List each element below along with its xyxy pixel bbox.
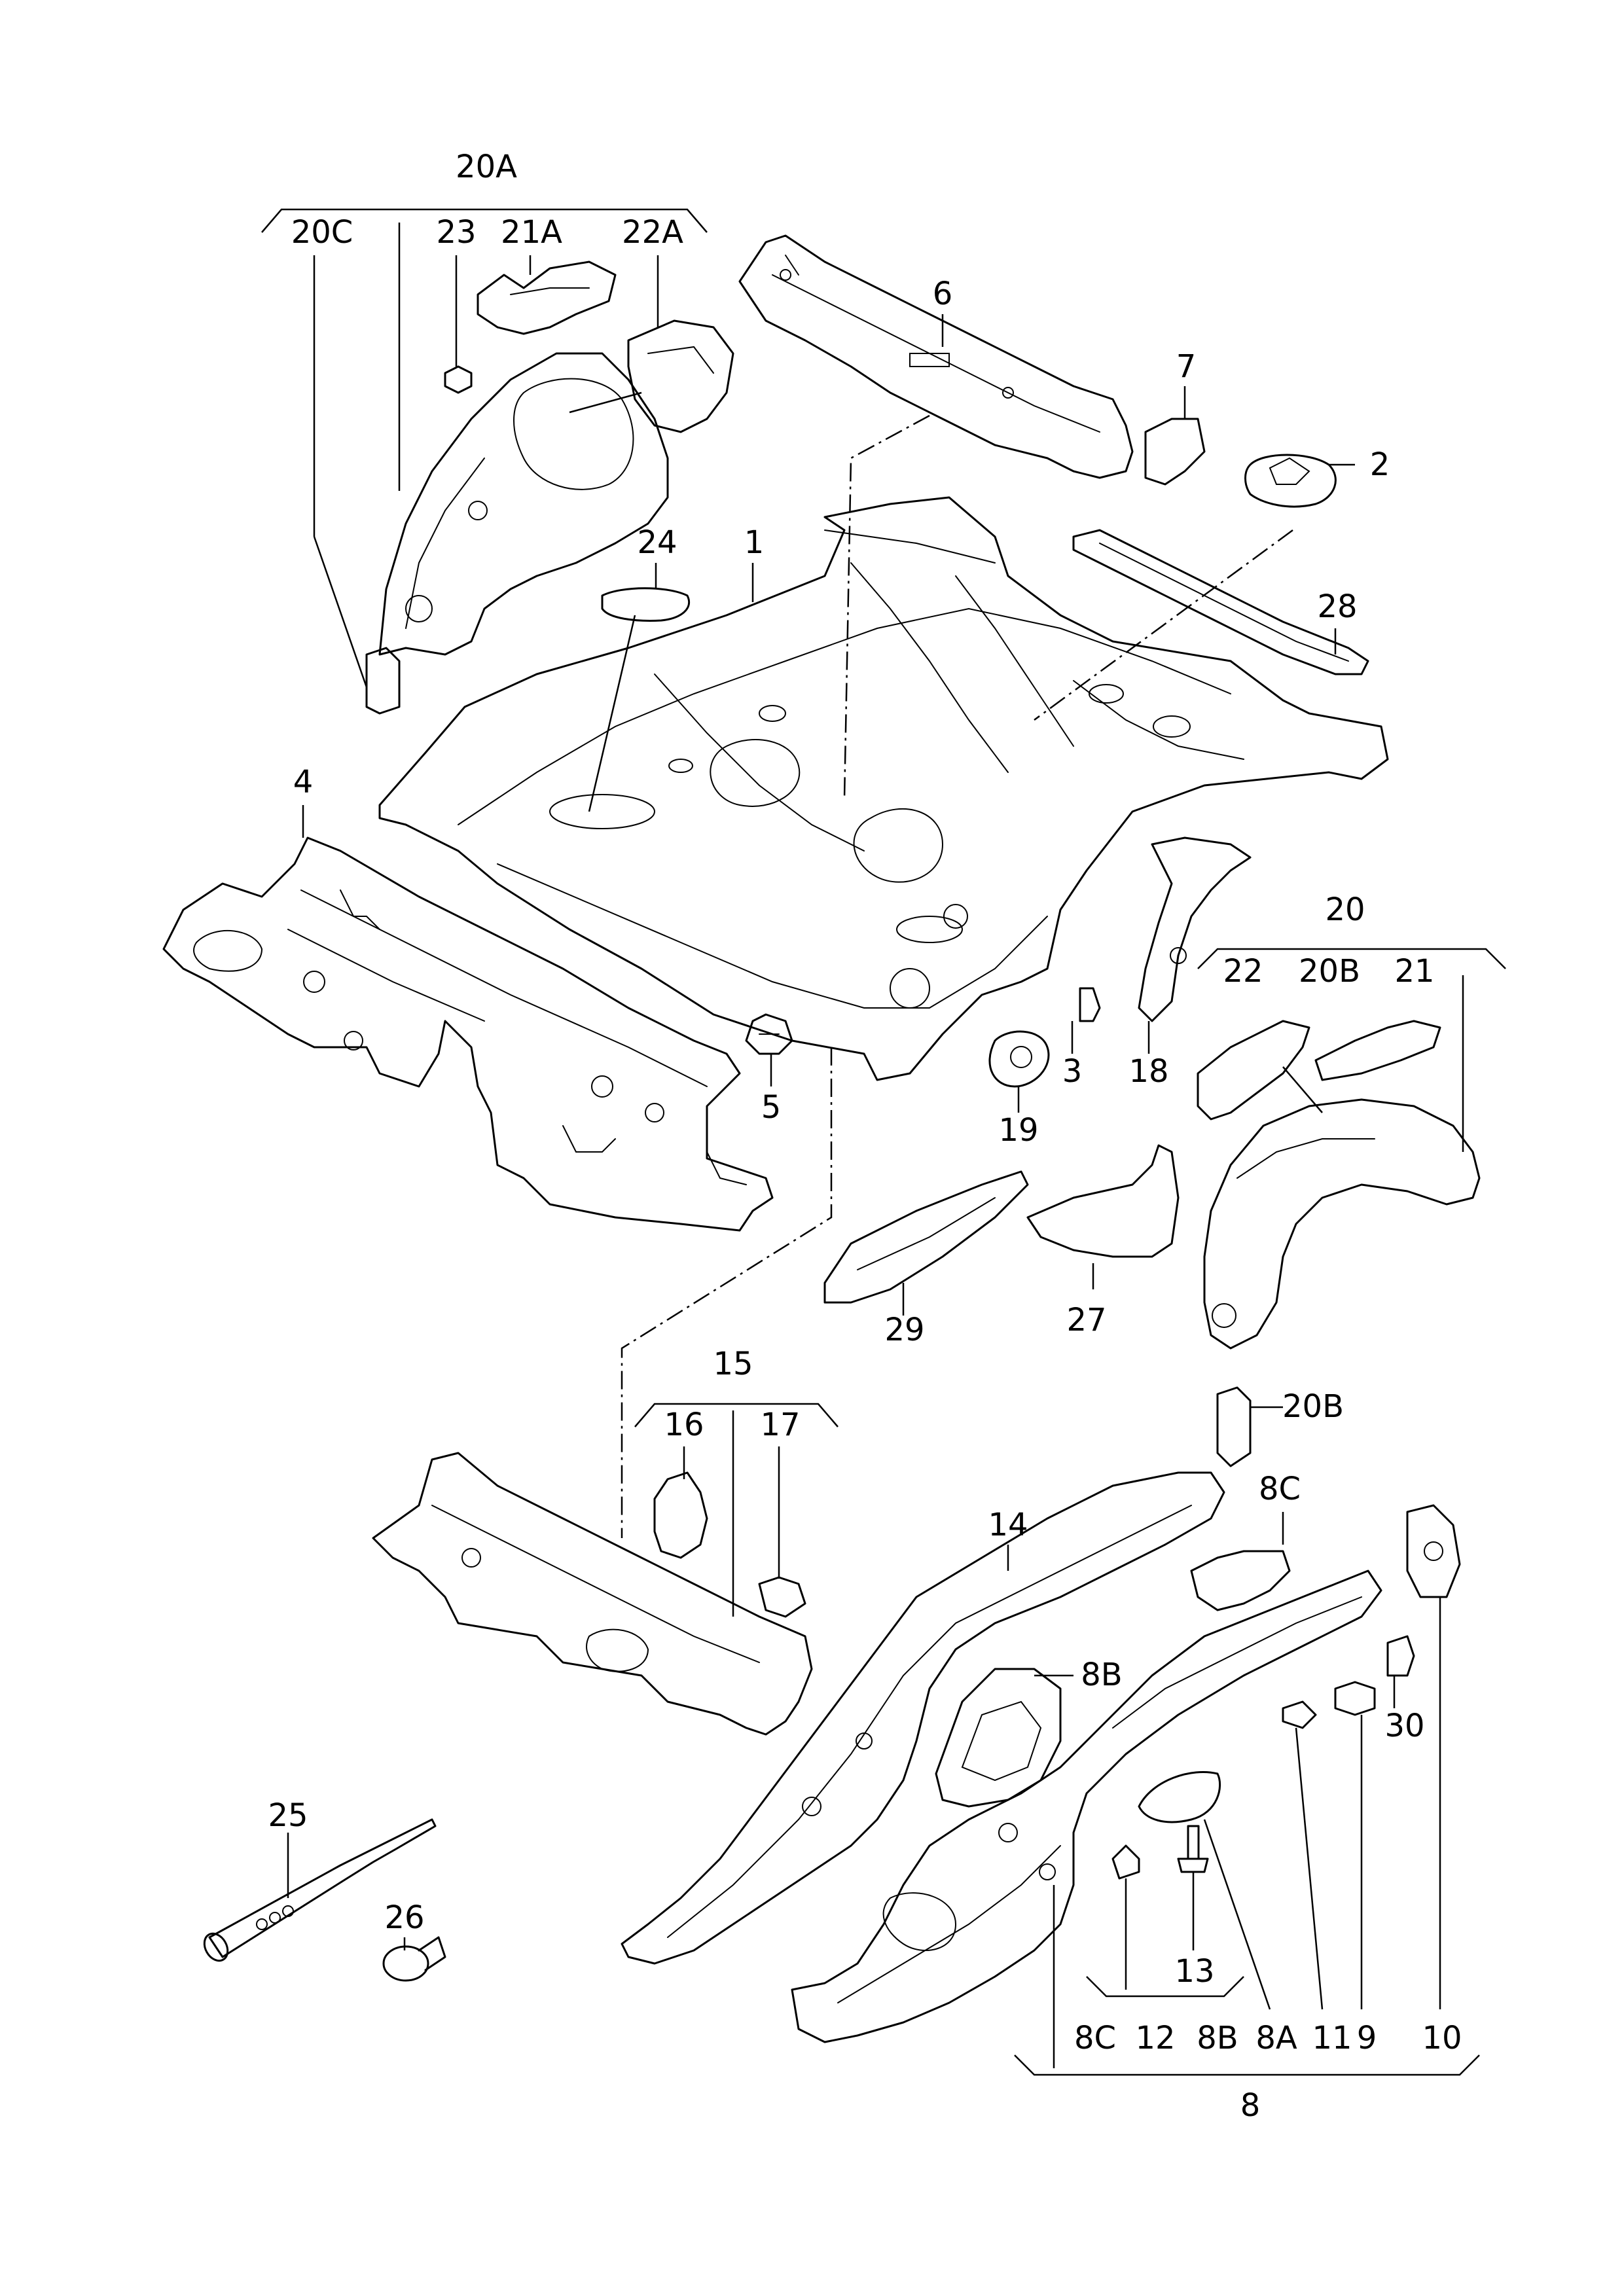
part-5-bracket [745,1013,793,1055]
part-8-side-member [791,1570,1382,2043]
label-20B-side: 20B [1282,1388,1344,1425]
part-15-cross-member [372,1452,813,1736]
label-8B-bottom: 8B [1197,2020,1238,2056]
part-2-plug [1244,454,1337,508]
label-22A: 22A [622,214,683,251]
label-8B-side: 8B [1081,1657,1122,1693]
label-9: 9 [1357,2020,1377,2056]
part-8C-bracket [1190,1550,1291,1611]
label-5: 5 [761,1089,782,1126]
label-8: 8 [1240,2087,1261,2124]
part-14-side-member [621,1471,1225,1965]
part-24-pad [601,587,690,622]
part-22-reinforcement [1197,1020,1310,1121]
label-25: 25 [268,1797,308,1834]
label-10: 10 [1422,2020,1462,2056]
label-8A: 8A [1255,2020,1297,2056]
part-17-bracket [758,1576,806,1618]
part-20A-wheel-house-left [378,352,669,656]
part-8A-reinforcement [1138,1770,1221,1823]
label-23: 23 [436,214,476,251]
part-28-reinforcement [1072,529,1369,675]
part-18-pillar-brace [1138,836,1252,1022]
label-20A: 20A [456,149,517,185]
part-12-bracket [1111,1844,1140,1880]
label-16: 16 [664,1407,704,1443]
part-21-bracket [1314,1020,1441,1081]
label-15: 15 [713,1346,753,1382]
part-4-rear-panel [162,836,774,1232]
label-26: 26 [384,1899,424,1936]
label-27: 27 [1066,1302,1106,1338]
label-21A: 21A [501,214,562,251]
label-28: 28 [1317,588,1357,625]
label-20: 20 [1325,891,1365,928]
label-6: 6 [933,276,953,312]
part-13-bolt [1177,1825,1209,1873]
part-8B-reinforcement [935,1668,1062,1808]
part-11-bracket [1282,1700,1317,1729]
callout-labels: 20A 20C 23 21A 22A 6 7 2 24 1 28 4 5 3 1… [268,149,1462,2124]
part-20B-side [1216,1386,1252,1467]
part-23-clip [444,365,473,394]
part-29-reinforcement [823,1170,1029,1304]
part-3-clip [1079,987,1101,1022]
label-21: 21 [1394,953,1434,990]
label-3: 3 [1062,1053,1083,1090]
label-8C-bottom: 8C [1074,2020,1116,2056]
part-30-plate [1386,1635,1415,1677]
label-18: 18 [1128,1053,1168,1090]
part-21A-bracket [477,260,617,335]
part-16-bracket [653,1471,708,1559]
label-20C: 20C [291,214,353,251]
label-11: 11 [1312,2020,1352,2056]
label-13: 13 [1174,1953,1214,1990]
label-2: 2 [1370,446,1390,483]
part-1-rear-floor-pan [378,496,1389,1081]
label-22: 22 [1223,953,1263,990]
part-20C [365,647,401,715]
label-12: 12 [1135,2020,1175,2056]
label-24: 24 [637,524,677,561]
label-19: 19 [998,1112,1038,1149]
label-30: 30 [1384,1708,1424,1744]
part-26-plug [382,1936,446,1982]
label-14: 14 [988,1507,1028,1543]
label-8C-top: 8C [1259,1471,1301,1507]
part-19-mount [988,1030,1050,1088]
label-7: 7 [1176,348,1197,385]
label-4: 4 [293,764,314,800]
part-10-plate [1406,1504,1461,1598]
leader-lines [261,208,1506,2076]
label-20B-top: 20B [1299,953,1360,990]
part-9-bracket [1334,1681,1376,1716]
part-7-bracket [1144,418,1206,486]
part-6-cross-member [738,234,1134,479]
dashed-connections [621,414,1293,1538]
part-25-sealant-tube [203,1818,437,1962]
label-29: 29 [884,1312,924,1348]
part-22A-reinforcement [627,319,734,433]
part-27-bracket [1026,1144,1180,1258]
label-17: 17 [760,1407,800,1443]
part-20-wheel-house-right [1203,1098,1481,1350]
label-1: 1 [744,524,765,561]
